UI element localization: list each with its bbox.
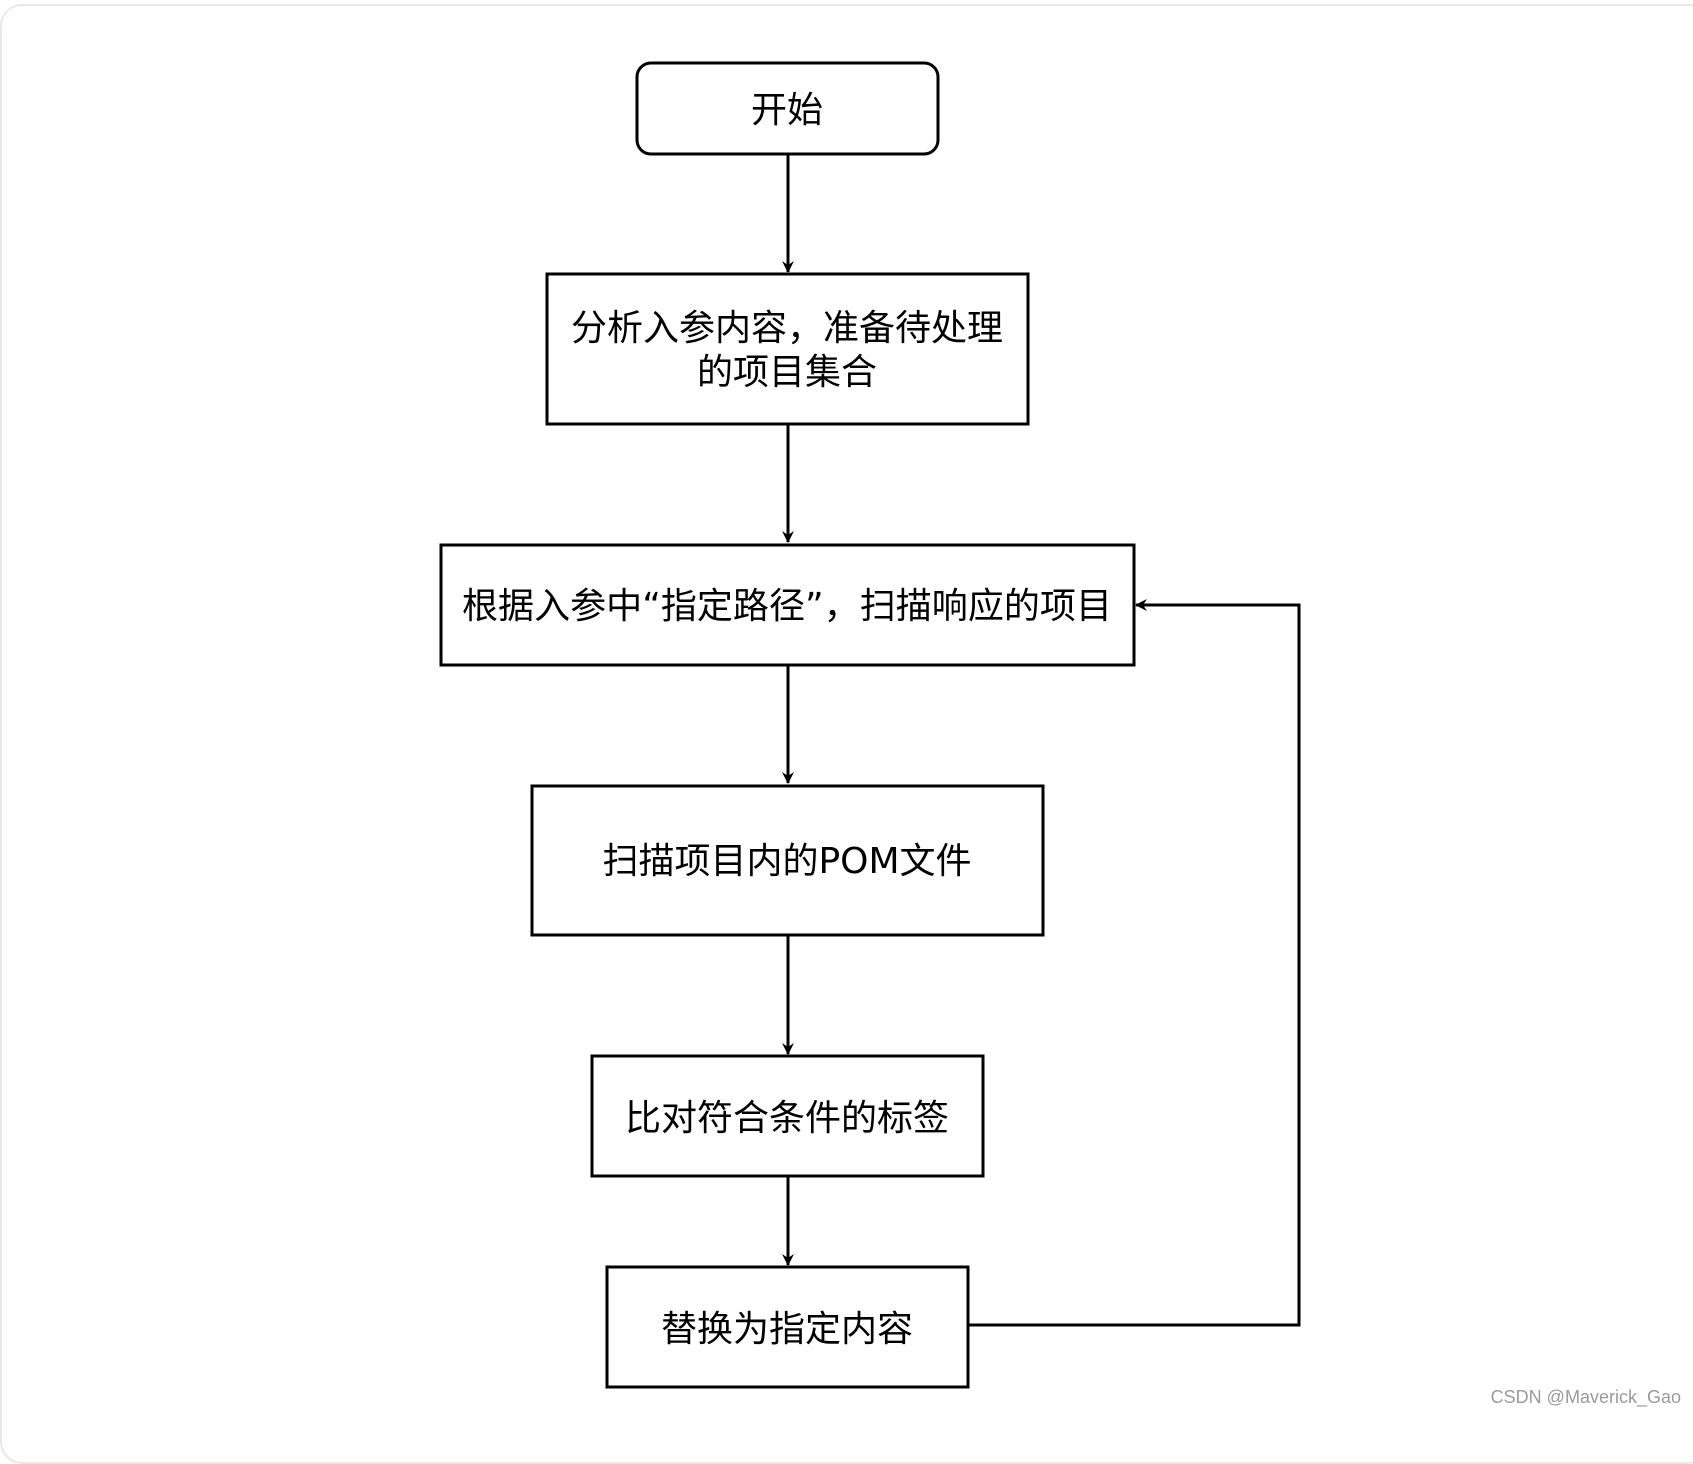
node-replace: 替换为指定内容: [607, 1267, 968, 1387]
analyze-label-line-1: 分析入参内容，准备待处理: [571, 308, 1003, 349]
flowchart: 开始 分析入参内容，准备待处理 的项目集合 根据入参中“指定路径”，扫描响应的项…: [0, 0, 1693, 1420]
scan-pom-label: 扫描项目内的POM文件: [602, 841, 971, 882]
watermark: CSDN @Maverick_Gao: [1491, 1387, 1681, 1408]
node-scan-pom: 扫描项目内的POM文件: [532, 786, 1043, 935]
node-compare: 比对符合条件的标签: [592, 1056, 983, 1176]
analyze-label-line-2: 的项目集合: [697, 352, 877, 393]
analyze-process-box: [547, 274, 1028, 424]
node-analyze: 分析入参内容，准备待处理 的项目集合: [547, 274, 1028, 424]
start-label: 开始: [751, 90, 823, 131]
compare-label: 比对符合条件的标签: [625, 1098, 949, 1139]
replace-label: 替换为指定内容: [661, 1309, 913, 1350]
scan-projects-label: 根据入参中“指定路径”，扫描响应的项目: [462, 586, 1112, 627]
node-scan-projects: 根据入参中“指定路径”，扫描响应的项目: [441, 545, 1134, 665]
edge-replace-to-scan-projects: [968, 605, 1299, 1325]
node-start: 开始: [637, 63, 938, 154]
